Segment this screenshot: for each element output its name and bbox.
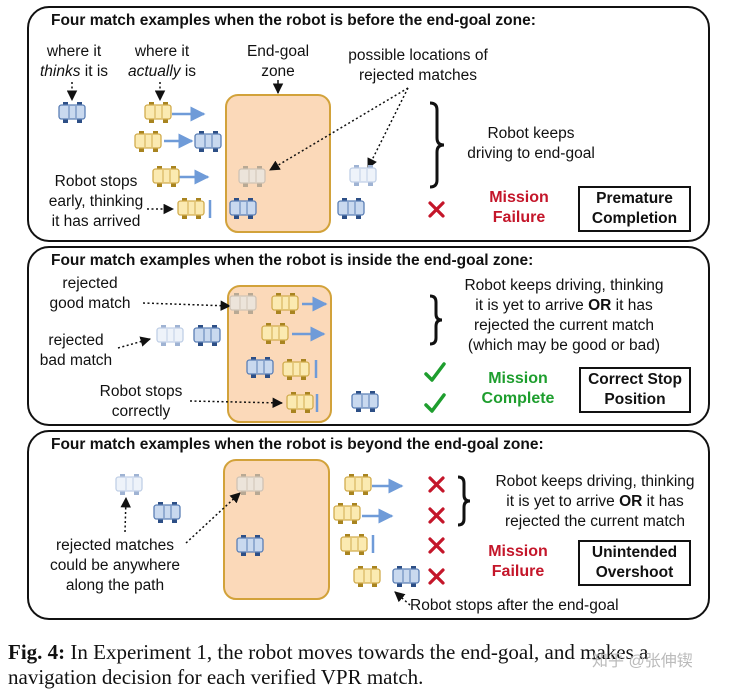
car-icon (144, 102, 172, 123)
car-icon (194, 131, 222, 152)
car-icon (115, 474, 143, 495)
panel-title: Four match examples when the robot is be… (51, 12, 536, 29)
car-icon (58, 102, 86, 123)
rejected-anywhere-label: rejected matches could be anywhere along… (49, 537, 181, 594)
car-icon (271, 293, 299, 314)
car-icon (246, 357, 274, 378)
stops-correctly-label: Robot stops correctly (99, 383, 183, 420)
rejected-bad-label: rejected bad match (39, 332, 113, 369)
car-icon (392, 566, 420, 587)
label-thinks: where it thinks it is (39, 43, 109, 80)
zone-label: End-goal zone (246, 43, 310, 80)
car-icon (177, 198, 205, 219)
mission-status: Mission Complete (481, 370, 555, 407)
stops-after-label: Robot stops after the end-goal (410, 597, 619, 614)
outcome-box: Premature Completion (578, 186, 691, 232)
panel-beyond-zone: Four match examples when the robot is be… (27, 430, 710, 620)
panel-before-zone: Four match examples when the robot is be… (27, 6, 710, 242)
figure-caption: Fig. 4: In Experiment 1, the robot moves… (8, 640, 649, 689)
mission-status: Mission Failure (489, 189, 549, 226)
car-icon (153, 502, 181, 523)
car-icon (282, 359, 310, 380)
bracket (429, 101, 445, 189)
car-icon (340, 534, 368, 555)
car-icon (193, 325, 221, 346)
car-icon (349, 165, 377, 186)
car-icon (344, 474, 372, 495)
stops-early-label: Robot stops early, thinking it has arriv… (48, 173, 144, 230)
car-icon (236, 535, 264, 556)
bracket (429, 294, 443, 346)
car-group (58, 102, 420, 587)
red-cross-icon (428, 201, 445, 585)
car-icon (229, 198, 257, 219)
car-icon (261, 323, 289, 344)
car-icon (152, 166, 180, 187)
green-check-icon (424, 362, 446, 413)
panel-title: Four match examples when the robot is in… (51, 252, 534, 269)
watermark: 知乎 @张伸锲 (592, 653, 693, 670)
keeps-driving-label: Robot keeps driving, thinking it is yet … (464, 277, 664, 354)
car-icon (353, 566, 381, 587)
car-icon (229, 293, 257, 314)
panel-title: Four match examples when the robot is be… (51, 436, 544, 453)
car-icon (337, 198, 365, 219)
car-icon (333, 503, 361, 524)
car-icon (156, 325, 184, 346)
label-actually: where it actually is (127, 43, 197, 80)
mission-status: Mission Failure (488, 543, 548, 580)
outcome-box: Correct Stop Position (579, 367, 691, 413)
end-goal-zone (227, 285, 332, 423)
car-icon (286, 392, 314, 413)
car-icon (351, 391, 379, 412)
car-icon (236, 474, 264, 495)
bracket (457, 475, 471, 527)
keeps-driving-label: Robot keeps driving, thinking it is yet … (495, 473, 695, 530)
outcome-box: Unintended Overshoot (578, 540, 691, 586)
end-goal-zone (223, 459, 330, 600)
possible-locations-label: possible locations of rejected matches (348, 47, 488, 84)
rejected-good-label: rejected good match (49, 275, 131, 312)
car-icon (134, 131, 162, 152)
keeps-driving-label: Robot keeps driving to end-goal (467, 125, 595, 162)
car-icon (238, 166, 266, 187)
